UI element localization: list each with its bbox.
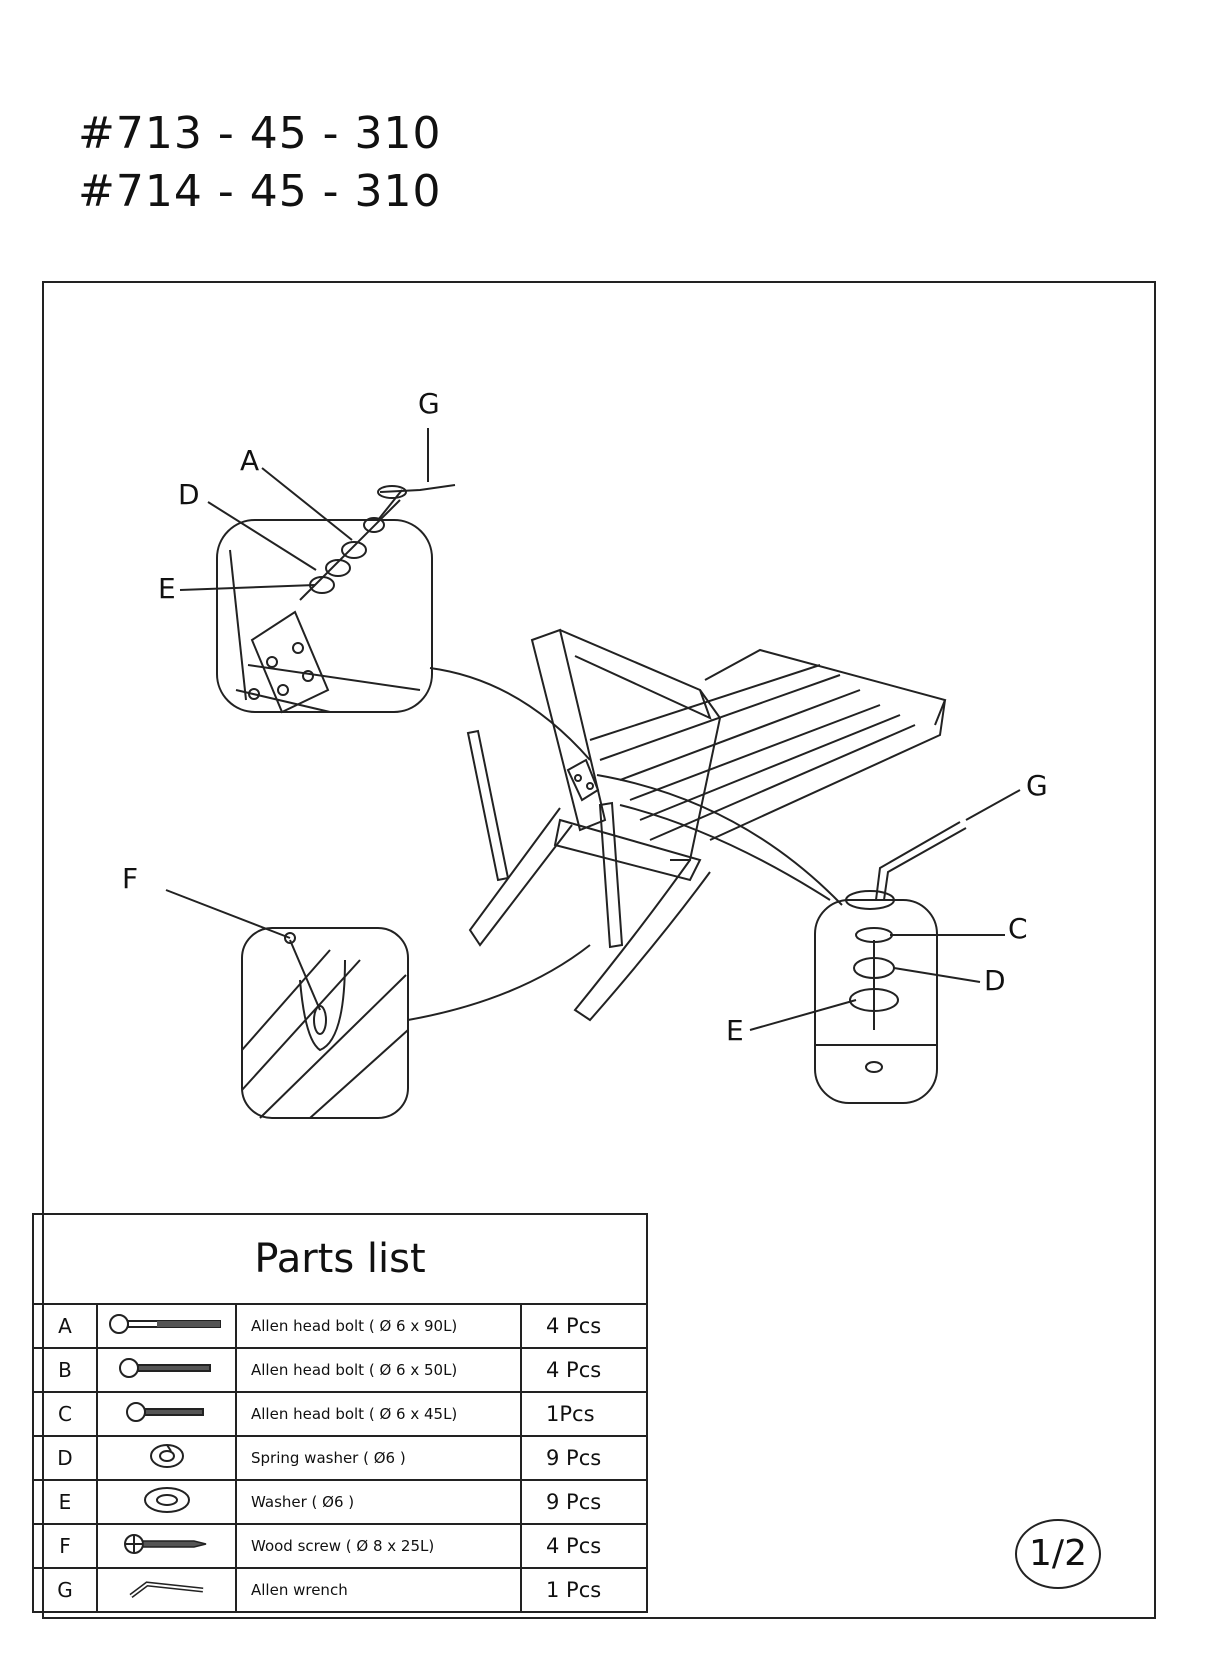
inset-screw-detail (241, 927, 409, 1119)
part-quantity: 4 Pcs (519, 1523, 649, 1569)
part-letter: C (32, 1391, 98, 1437)
part-description: Allen head bolt ( Ø 6 x 90L) (235, 1303, 522, 1349)
part-letter: E (32, 1479, 98, 1525)
part-quantity: 9 Pcs (519, 1435, 649, 1481)
washer-icon (143, 1487, 190, 1513)
callout-label-f: F (122, 862, 138, 895)
part-quantity: 9 Pcs (519, 1479, 649, 1525)
part-description: Allen head bolt ( Ø 6 x 45L) (235, 1391, 522, 1437)
spring-washer-icon (149, 1444, 184, 1468)
part-letter: A (32, 1303, 98, 1349)
parts-list-table: Parts list A Allen head bolt ( Ø 6 x 90L… (31, 1213, 649, 1613)
part-letter: D (32, 1435, 98, 1481)
callout-label-g-top: G (418, 387, 440, 420)
callout-label-e-right: E (726, 1014, 744, 1047)
inset-bracket-detail (216, 484, 456, 714)
callout-label-e-left: E (158, 572, 176, 605)
parts-list-title: Parts list (31, 1213, 649, 1305)
part-quantity: 4 Pcs (519, 1347, 649, 1393)
callout-label-a: A (240, 444, 259, 477)
part-description: Spring washer ( Ø6 ) (235, 1435, 522, 1481)
part-quantity: 1Pcs (519, 1391, 649, 1437)
part-description: Washer ( Ø6 ) (235, 1479, 522, 1525)
part-description: Wood screw ( Ø 8 x 25L) (235, 1523, 522, 1569)
part-description: Allen wrench (235, 1567, 522, 1613)
table-row: F Wood screw ( Ø 8 x 25L) 4 Pcs (32, 1523, 649, 1569)
table-row: G Allen wrench 1 Pcs (32, 1567, 649, 1613)
callout-label-g-right: G (1026, 769, 1048, 802)
table-row: D Spring washer ( Ø6 ) 9 Pcs (32, 1435, 649, 1481)
page-number: 1/2 (1015, 1519, 1101, 1589)
callout-label-d-left: D (178, 478, 200, 511)
wood-screw-icon (123, 1534, 206, 1554)
table-row: A Allen head bolt ( Ø 6 x 90L) 4 Pcs (32, 1303, 649, 1349)
model-number-1: #713 - 45 - 310 (78, 108, 442, 159)
part-description: Allen head bolt ( Ø 6 x 50L) (235, 1347, 522, 1393)
chair-drawing (466, 628, 947, 1022)
callout-label-d-right: D (984, 964, 1006, 997)
callout-label-c: C (1008, 912, 1028, 945)
inset-base-detail (814, 821, 967, 1104)
allen-head-bolt-long-icon (108, 1314, 221, 1334)
model-number-2: #714 - 45 - 310 (78, 166, 442, 217)
allen-head-bolt-short-icon (125, 1402, 204, 1422)
allen-head-bolt-medium-icon (118, 1358, 211, 1378)
part-letter: G (32, 1567, 98, 1613)
allen-wrench-icon (129, 1581, 203, 1598)
part-letter: B (32, 1347, 98, 1393)
table-row: B Allen head bolt ( Ø 6 x 50L) 4 Pcs (32, 1347, 649, 1393)
table-row: C Allen head bolt ( Ø 6 x 45L) 1Pcs (32, 1391, 649, 1437)
part-quantity: 1 Pcs (519, 1567, 649, 1613)
table-row: E Washer ( Ø6 ) 9 Pcs (32, 1479, 649, 1525)
drawing-frame (42, 281, 1156, 1619)
part-quantity: 4 Pcs (519, 1303, 649, 1349)
part-letter: F (32, 1523, 98, 1569)
